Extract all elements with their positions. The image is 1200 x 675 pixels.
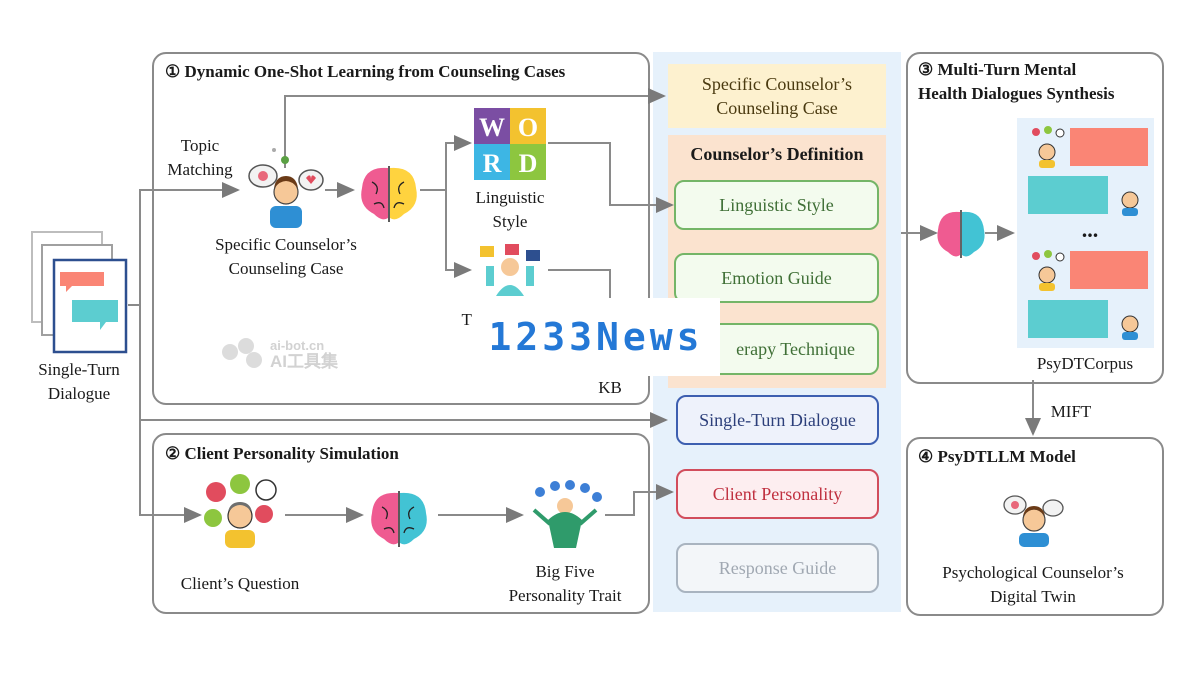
word-puzzle-icon: W O R D (474, 108, 546, 180)
arrow-input-to-personality (139, 305, 202, 523)
client-question-label: Client’s Question (180, 574, 300, 593)
input-label-line2: Dialogue (47, 384, 111, 403)
kb-label: KB (598, 378, 622, 397)
emotion-guide-box: Emotion Guide (674, 253, 879, 303)
arrow-case-to-top-box (284, 88, 666, 168)
digital-twin-avatar-icon (1003, 495, 1064, 547)
therapy-person-icon (480, 244, 540, 296)
panel4-title: ④ PsyDTLLM Model (918, 447, 1076, 466)
word-tile-d: D (519, 149, 538, 178)
client-personality-box: Client Personality (676, 469, 879, 519)
counselor-avatar-icon (248, 148, 324, 228)
faded-watermark-text: ai-bot.cn AI工具集 (270, 338, 338, 370)
panel2-title: ② Client Personality Simulation (165, 444, 399, 463)
word-tile-o: O (518, 113, 538, 142)
digital-twin-label-line1: Psychological Counselor’s (942, 563, 1124, 582)
linguistic-style-box: Linguistic Style (674, 180, 879, 230)
brain-icon-client (371, 491, 427, 547)
therapy-technique-text: erapy Technique (736, 338, 855, 359)
panel3-title-line2: Health Dialogues Synthesis (918, 84, 1115, 103)
single-turn-document-icon (31, 231, 128, 354)
faded-watermark-logo (222, 338, 262, 368)
news-watermark-overlay: 1233News (472, 298, 720, 376)
counseling-case-line1: Specific Counselor’s (701, 74, 853, 94)
corpus-chat-rows (1028, 126, 1148, 340)
arrow-brain-branch-down (445, 190, 472, 278)
counseling-case-box: Specific Counselor’s Counseling Case (668, 64, 886, 128)
arrow-bigfive-to-personality (605, 484, 674, 516)
topic-matching-line1: Topic (180, 136, 220, 155)
corpus-dots: ... (1081, 217, 1099, 242)
response-guide-box: Response Guide (676, 543, 879, 593)
panel3-title-line1: ③ Multi-Turn Mental (918, 60, 1077, 79)
definition-title: Counselor’s Definition (690, 144, 864, 164)
arrow-brain-branch (420, 135, 472, 191)
brain-icon-main (361, 166, 417, 222)
digital-twin-label-line2: Digital Twin (990, 587, 1076, 606)
bigfive-label-line1: Big Five (535, 562, 595, 581)
topic-matching-line2: Matching (167, 160, 233, 179)
input-label-line1: Single-Turn (38, 360, 120, 379)
single-turn-dialogue-box: Single-Turn Dialogue (676, 395, 879, 445)
mift-label: MIFT (1050, 402, 1092, 421)
word-tile-r: R (483, 149, 502, 178)
bigfive-label-line2: Personality Trait (508, 586, 622, 605)
linguistic-label-line2: Style (492, 212, 528, 231)
arrow-input-to-case (128, 182, 240, 306)
linguistic-label-line1: Linguistic (475, 188, 545, 207)
case-label-line2: Counseling Case (228, 259, 344, 278)
panel1-title: ① Dynamic One-Shot Learning from Counsel… (165, 62, 566, 81)
client-question-icon (204, 474, 277, 548)
big-five-icon (532, 480, 602, 548)
word-tile-w: W (479, 113, 505, 142)
faded-watermark-line1: ai-bot.cn (270, 338, 325, 353)
arrow-word-to-linguistic (548, 142, 674, 213)
corpus-label: PsyDTCorpus (1036, 354, 1134, 373)
brain-icon-synthesis (937, 210, 985, 258)
counseling-case-line2: Counseling Case (716, 98, 838, 118)
faded-watermark-line2: AI工具集 (270, 352, 338, 371)
arrow-therapy-line (548, 269, 611, 300)
case-label-line1: Specific Counselor’s (215, 235, 357, 254)
